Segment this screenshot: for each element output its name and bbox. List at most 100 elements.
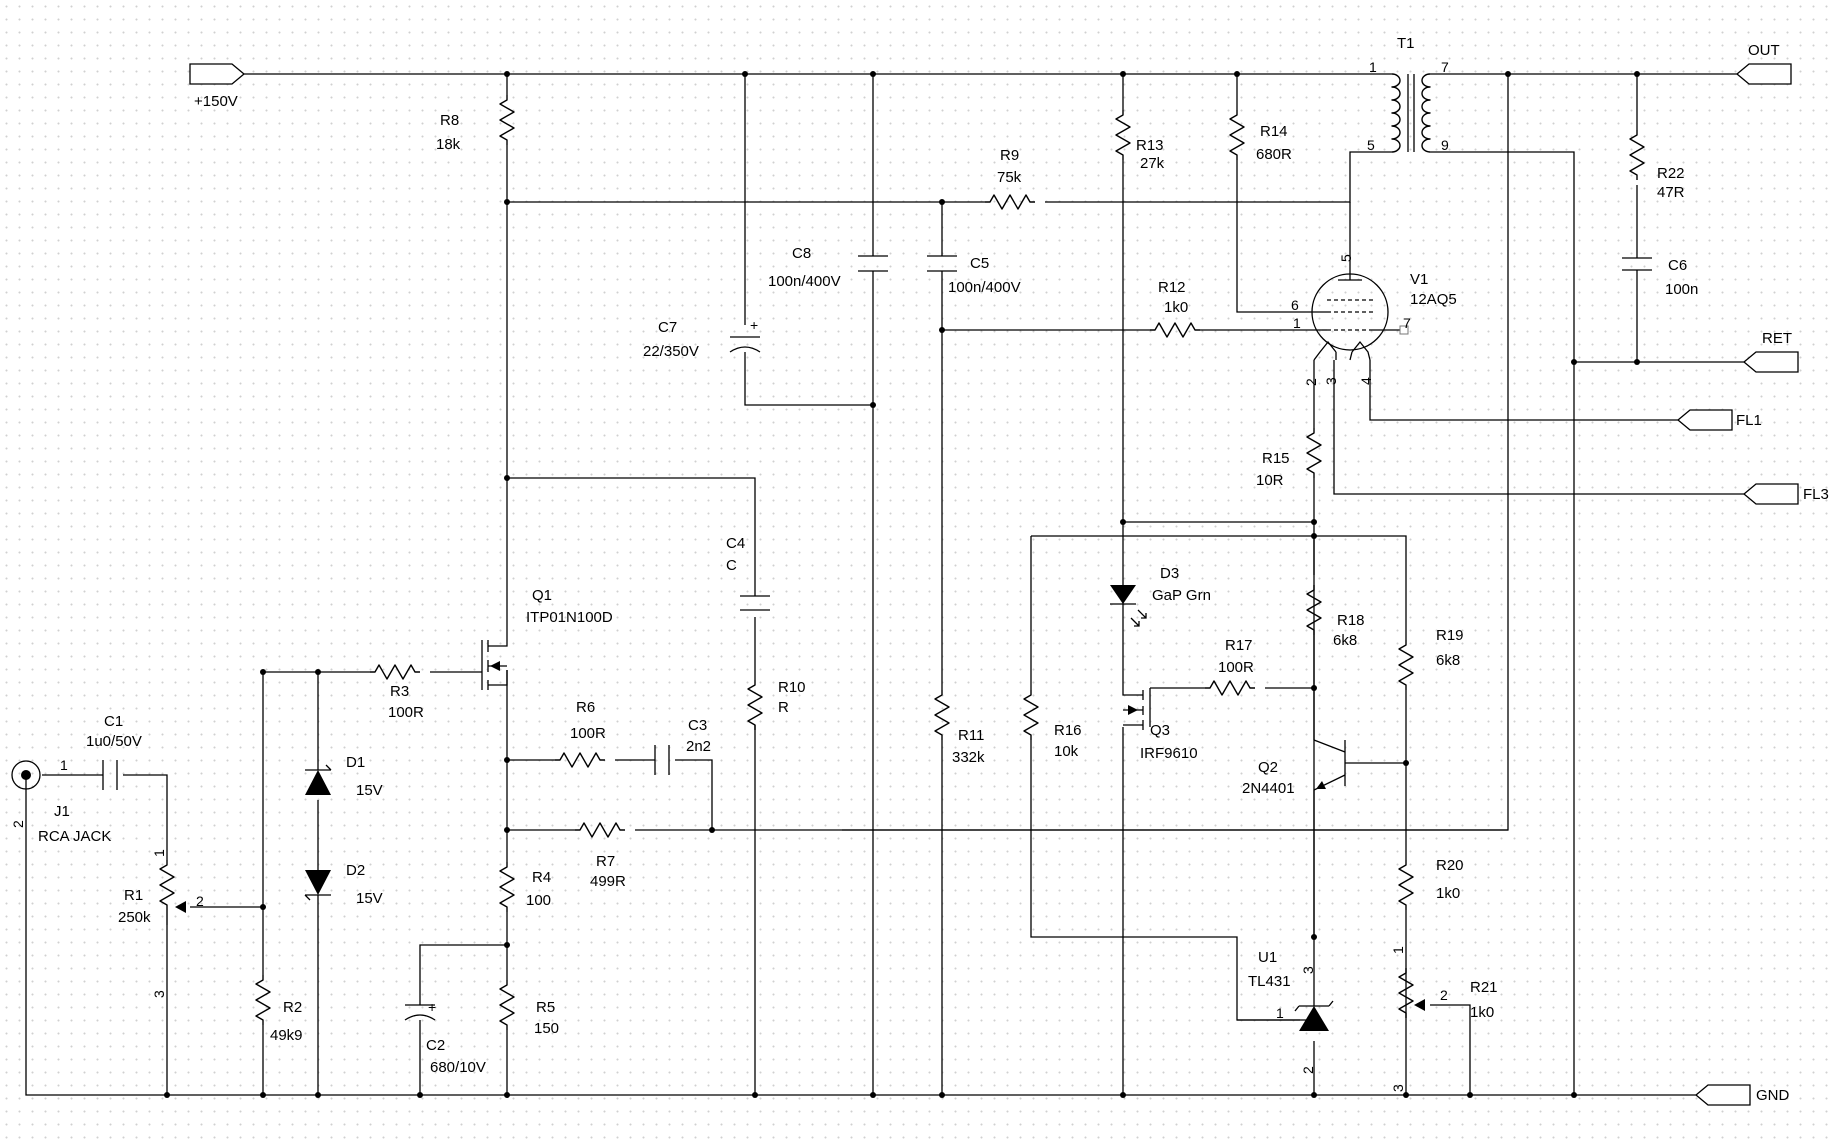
u1-pin2: 2 [1300, 1066, 1316, 1074]
c8-val: 100n/400V [768, 273, 841, 290]
q2-ref: Q2 [1258, 759, 1278, 776]
resistor-r17: R17 100R [1205, 637, 1255, 696]
resistor-r13: R13 27k [1115, 110, 1165, 172]
r4-val: 100 [526, 892, 551, 909]
c3-ref: C3 [688, 717, 707, 734]
resistor-r20: R20 1k0 [1398, 857, 1464, 910]
u1-pin3: 3 [1300, 966, 1316, 974]
c8-ref: C8 [792, 245, 811, 262]
t1-pin7: 7 [1441, 59, 1449, 75]
d1-ref: D1 [346, 754, 365, 771]
r5-val: 150 [534, 1020, 559, 1037]
r6-val: 100R [570, 725, 606, 742]
r22-val: 47R [1657, 184, 1685, 201]
junctions [164, 71, 1640, 1098]
u1-ref: U1 [1258, 949, 1277, 966]
r7-val: 499R [590, 873, 626, 890]
wires [25, 73, 1744, 1096]
capacitor-c8: C8 100n/400V [768, 245, 888, 290]
capacitor-c1: C1 1u0/50V [86, 713, 142, 790]
q1-val: ITP01N100D [526, 609, 613, 626]
port-fl3-label: FL3 [1803, 486, 1829, 503]
d1-val: 15V [356, 782, 383, 799]
c2-ref: C2 [426, 1037, 445, 1054]
port-gnd: GND [1694, 1084, 1790, 1106]
c4-ref: C4 [726, 535, 745, 552]
j1-pin2: 2 [10, 820, 26, 828]
zener-d1: D1 15V [305, 754, 383, 799]
r5-ref: R5 [536, 999, 555, 1016]
port-fl1-label: FL1 [1736, 412, 1762, 429]
resistor-r10: R10 R [747, 679, 806, 730]
j1-val: RCA JACK [38, 828, 111, 845]
r1-pin1: 1 [151, 849, 167, 857]
v1-pin4: 4 [1358, 377, 1374, 385]
r9-val: 75k [997, 169, 1022, 186]
r20-val: 1k0 [1436, 885, 1460, 902]
q1-ref: Q1 [532, 587, 552, 604]
mosfet-q3: Q3 IRF9610 [1122, 590, 1198, 762]
t1-ref: T1 [1397, 35, 1415, 52]
v1-pin6: 6 [1291, 297, 1299, 313]
c6-val: 100n [1665, 281, 1698, 298]
d3-ref: D3 [1160, 565, 1179, 582]
resistor-r14: R14 680R [1229, 110, 1292, 163]
resistor-r16: R16 10k [1023, 690, 1082, 760]
resistor-r2: R2 49k9 [255, 975, 303, 1044]
capacitor-c2: + C2 680/10V [404, 999, 486, 1076]
port-plus150v: +150V [189, 63, 246, 110]
j1-pin1: 1 [60, 757, 68, 773]
transformer-t1: T1 1 5 7 9 [1367, 35, 1449, 153]
resistor-r22: R22 47R [1629, 130, 1685, 201]
v1-pin7: 7 [1403, 315, 1411, 331]
q2-val: 2N4401 [1242, 780, 1295, 797]
r16-val: 10k [1054, 743, 1079, 760]
potentiometer-r21: 1 2 3 R21 1k0 [1390, 946, 1498, 1092]
v1-ref: V1 [1410, 271, 1428, 288]
resistor-r5: R5 150 [499, 980, 559, 1037]
c7-plus: + [750, 317, 758, 333]
resistor-r15: R15 10R [1256, 428, 1322, 489]
u1-pin1: 1 [1276, 1005, 1284, 1021]
mosfet-q1: Q1 ITP01N100D [481, 478, 613, 690]
port-out: OUT [1735, 42, 1792, 85]
bjt-q2: Q2 2N4401 [1242, 739, 1346, 937]
r22-ref: R22 [1657, 165, 1685, 182]
r17-ref: R17 [1225, 637, 1253, 654]
j1-ref: J1 [54, 803, 70, 820]
r2-ref: R2 [283, 999, 302, 1016]
r10-ref: R10 [778, 679, 806, 696]
port-gnd-label: GND [1756, 1087, 1790, 1104]
r1-pin3: 3 [151, 990, 167, 998]
resistor-r3: R3 100R [370, 664, 424, 721]
port-fl3: FL3 [1742, 483, 1829, 505]
r17-val: 100R [1218, 659, 1254, 676]
potentiometer-r1: 1 2 3 R1 250k [118, 849, 204, 998]
c2-val: 680/10V [430, 1059, 486, 1076]
c1-val: 1u0/50V [86, 733, 142, 750]
resistor-r11: R11 332k [934, 690, 985, 766]
r14-val: 680R [1256, 146, 1292, 163]
resistor-r19: R19 6k8 [1398, 627, 1464, 690]
r13-ref: R13 [1136, 137, 1164, 154]
r12-val: 1k0 [1164, 299, 1188, 316]
c6-ref: C6 [1668, 257, 1687, 274]
r12-ref: R12 [1158, 279, 1186, 296]
r19-val: 6k8 [1436, 652, 1460, 669]
r19-ref: R19 [1436, 627, 1464, 644]
v1-pin5: 5 [1338, 254, 1354, 262]
c3-val: 2n2 [686, 738, 711, 755]
c5-ref: C5 [970, 255, 989, 272]
r21-val: 1k0 [1470, 1004, 1494, 1021]
resistor-r4: R4 100 [499, 862, 551, 912]
r1-val: 250k [118, 909, 151, 926]
r8-val: 18k [436, 136, 461, 153]
port-out-label: OUT [1748, 42, 1780, 59]
c5-val: 100n/400V [948, 279, 1021, 296]
capacitor-c6: C6 100n [1622, 257, 1698, 298]
r16-ref: R16 [1054, 722, 1082, 739]
r8-ref: R8 [440, 112, 459, 129]
resistor-r6: R6 100R [555, 699, 606, 768]
